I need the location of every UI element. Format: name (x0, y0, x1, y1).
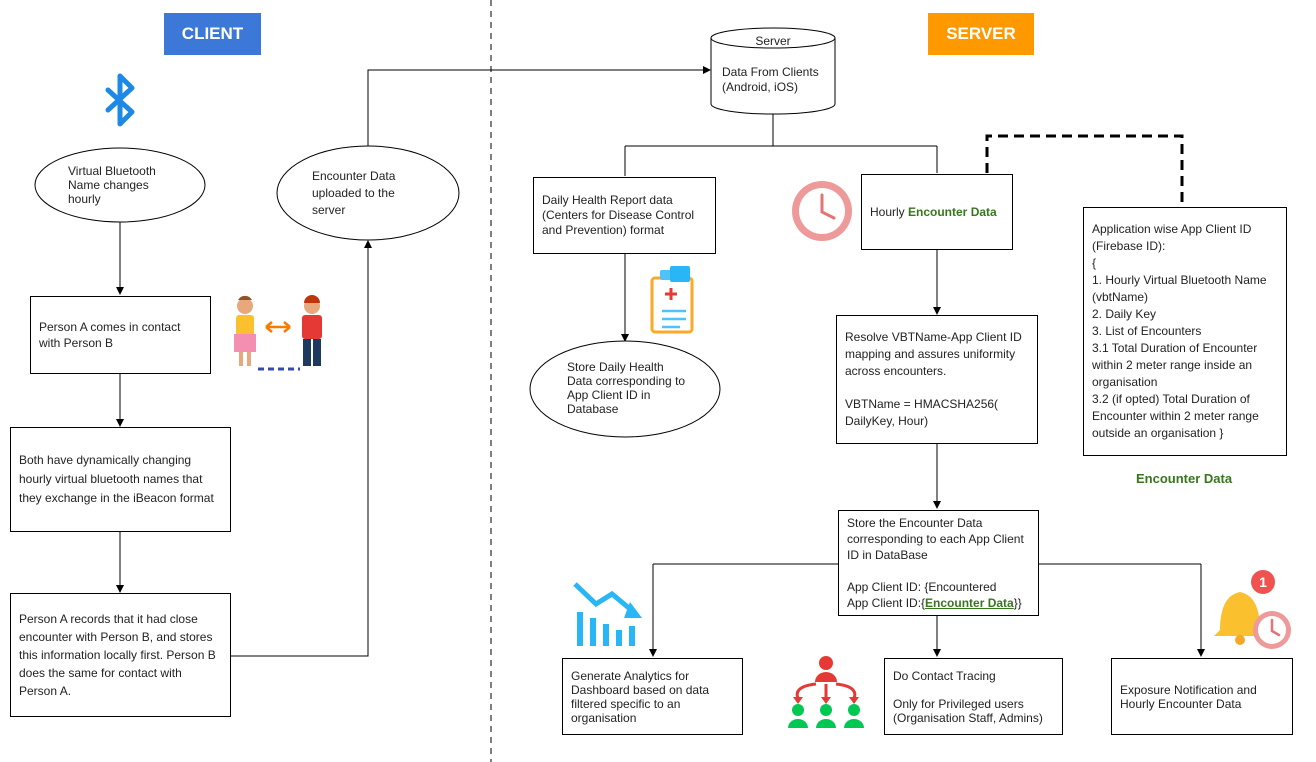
badge-count: 1 (1259, 574, 1267, 590)
clipboard-icon (650, 266, 694, 334)
bluetooth-icon (105, 73, 135, 127)
app-id-l2: { (1092, 256, 1097, 270)
analytics-box: Generate Analytics for Dashboard based o… (562, 658, 743, 735)
exposure-text: Exposure Notification and Hourly Encount… (1120, 682, 1257, 711)
app-id-l5: 3. List of Encounters (1092, 324, 1202, 338)
db-title: Server (755, 34, 791, 48)
server-database (710, 27, 836, 115)
server-connectors (621, 114, 1205, 657)
resolve-box: Resolve VBTName-App Client ID mapping an… (836, 315, 1038, 444)
app-id-l4: 2. Daily Key (1092, 307, 1157, 321)
client-header: CLIENT (164, 13, 261, 55)
records-text: Person A records that it had close encou… (19, 612, 216, 698)
upload-ellipse (276, 145, 460, 241)
store-enc-tail: }} (1013, 596, 1022, 610)
resolve-text-1: Resolve VBTName-App Client ID mapping an… (845, 330, 1022, 378)
store-enc-text-2a: App Client ID: {Encountered (847, 580, 997, 594)
hourly-prefix: Hourly (870, 205, 909, 219)
dashed-connector (985, 134, 1184, 207)
app-id-l6: 3.1 Total Duration of Encounter within 2… (1092, 341, 1258, 389)
daily-report-box: Daily Health Report data (Centers for Di… (533, 177, 716, 254)
store-enc-em: Encounter Data (925, 596, 1014, 610)
store-encounter-box: Store the Encounter Data corresponding t… (838, 510, 1039, 616)
db-text: Data From Clients (Android, iOS) (722, 65, 819, 94)
app-id-l3: 1. Hourly Virtual Bluetooth Name (vbtNam… (1092, 273, 1267, 304)
clock-icon (792, 181, 852, 241)
app-id-l7: 3.2 (if opted) Total Duration of Encount… (1092, 392, 1259, 440)
analytics-text: Generate Analytics for Dashboard based o… (571, 668, 710, 725)
store-enc-text-2b: App Client ID:{ (847, 596, 926, 610)
contact-tracing-icon (788, 656, 864, 728)
upload-text: Encounter Data uploaded to the server (312, 169, 396, 217)
records-box: Person A records that it had close encou… (10, 593, 231, 717)
tracing-text-1: Do Contact Tracing (893, 668, 996, 683)
client-connectors (116, 66, 711, 657)
encounter-data-label: Encounter Data (1136, 471, 1233, 486)
app-id-box: Application wise App Client ID (Firebase… (1083, 207, 1287, 456)
resolve-text-2: VBTName = HMACSHA256( DailyKey, Hour) (845, 397, 999, 428)
tracing-text-2: Only for Privileged users (Organisation … (893, 696, 1043, 725)
contact-box: Person A comes in contact with Person B (30, 296, 211, 374)
store-daily-ellipse (529, 340, 721, 438)
contact-text: Person A comes in contact with Person B (39, 320, 181, 350)
hourly-box: Hourly Encounter Data (861, 174, 1013, 250)
exchange-box: Both have dynamically changing hourly vi… (10, 427, 231, 532)
tracing-box: Do Contact Tracing Only for Privileged u… (884, 658, 1063, 735)
people-contact-icon (234, 295, 322, 371)
analytics-icon (573, 582, 642, 646)
daily-report-text: Daily Health Report data (Centers for Di… (542, 193, 695, 237)
store-enc-text-1: Store the Encounter Data corresponding t… (847, 516, 1024, 562)
notification-bell-icon: 1 (1214, 570, 1291, 649)
store-daily-text: Store Daily Health Data corresponding to… (567, 360, 686, 416)
hourly-encounter-label: Encounter Data (908, 205, 997, 219)
exposure-box: Exposure Notification and Hourly Encount… (1111, 658, 1293, 735)
vbt-ellipse (34, 147, 206, 223)
app-id-l1: Application wise App Client ID (Firebase… (1092, 222, 1252, 253)
server-header: SERVER (928, 13, 1034, 55)
vbt-text: Virtual Bluetooth Name changes hourly (68, 164, 156, 206)
exchange-text: Both have dynamically changing hourly vi… (19, 453, 214, 505)
